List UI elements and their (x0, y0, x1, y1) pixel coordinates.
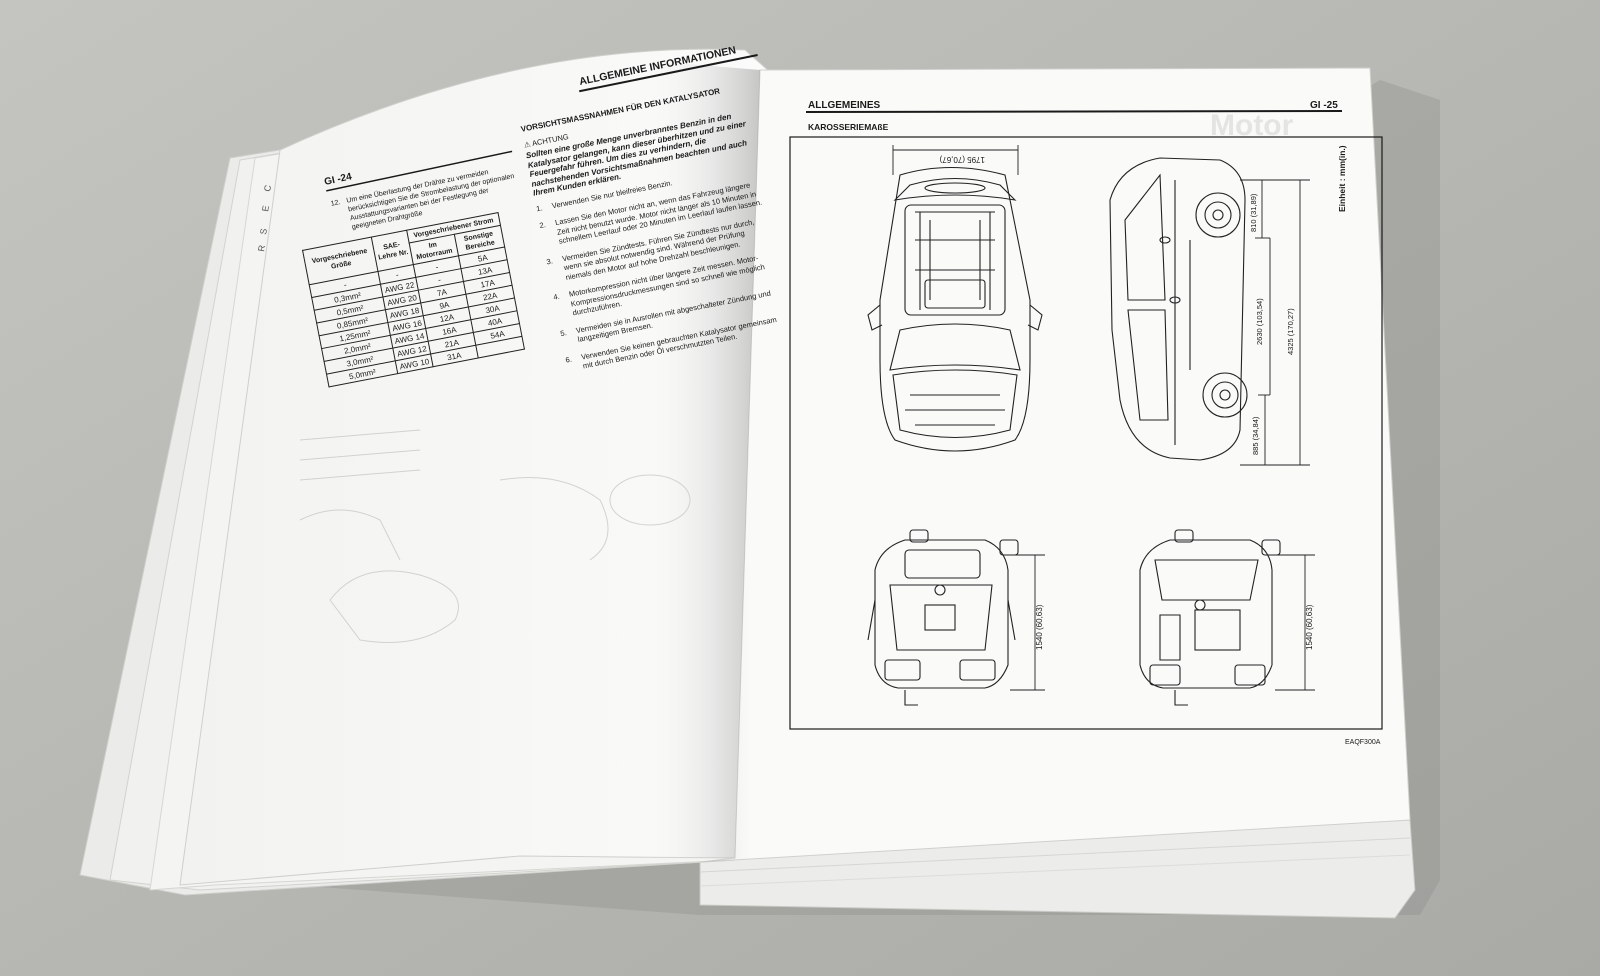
dim-length-label: 4325 (170,27) (1286, 308, 1295, 355)
edge-letter: E (260, 205, 271, 213)
dim-rear-overhang-label: 885 (34,84) (1251, 416, 1260, 455)
right-page-number: GI -25 (1310, 100, 1338, 111)
edge-tab-letters: C E S R (256, 184, 273, 253)
car-rear-view (1139, 529, 1281, 706)
car-top-view (867, 167, 1043, 452)
track-front-dimension (1010, 554, 1045, 691)
figure-frame (789, 136, 1383, 730)
bleed-through-figure (299, 429, 691, 643)
car-side-view (1109, 157, 1248, 461)
dim-width-label: 1795 (70,67) (939, 155, 985, 164)
right-section-title: ALLGEMEINES (808, 100, 881, 111)
length-dimensions (1240, 179, 1310, 466)
edge-letter: C (262, 184, 273, 193)
dim-wheelbase-label: 2630 (103,54) (1255, 298, 1264, 345)
right-header-rule (805, 110, 1343, 113)
dim-track-rear-label: 1540 (60,63) (1305, 604, 1314, 650)
dim-front-overhang-label: 810 (31,89) (1249, 193, 1258, 232)
warning-icon: ⚠ (522, 138, 532, 150)
edge-letter: S (258, 228, 269, 236)
track-rear-dimension (1275, 554, 1315, 691)
edge-letter: R (256, 244, 267, 253)
figure-code: EAQF300A (1345, 739, 1381, 746)
right-subheading: KAROSSERIEMAßE (808, 122, 889, 132)
left-page (179, 48, 771, 886)
unit-note: Einheit : mm(in.) (1337, 145, 1347, 212)
dim-track-front-label: 1540 (60,63) (1035, 604, 1044, 650)
car-front-view (867, 529, 1019, 706)
width-dimension (892, 145, 1019, 175)
